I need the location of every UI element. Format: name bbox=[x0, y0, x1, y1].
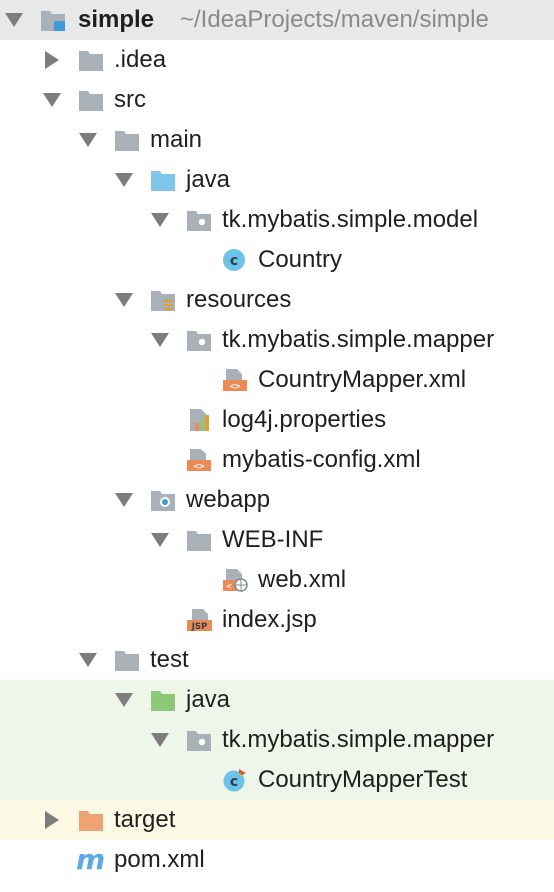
svg-text:<>: <> bbox=[194, 462, 205, 472]
tree-label: java bbox=[186, 686, 231, 713]
tree-row-log4j[interactable]: log4j.properties bbox=[0, 400, 554, 440]
tree-row-src[interactable]: src bbox=[0, 80, 554, 120]
expand-arrow-icon[interactable] bbox=[114, 480, 134, 520]
expand-arrow-icon[interactable] bbox=[114, 680, 134, 720]
folder-icon bbox=[115, 131, 139, 151]
svg-text:<: < bbox=[226, 582, 232, 592]
tree-label: tk.mybatis.simple.mapper bbox=[222, 726, 495, 753]
source-folder-icon bbox=[151, 171, 175, 191]
tree-label: java bbox=[186, 166, 231, 193]
tree-row-mybatis-config[interactable]: <> mybatis-config.xml bbox=[0, 440, 554, 480]
expand-arrow-icon[interactable] bbox=[78, 640, 98, 680]
folder-icon bbox=[79, 51, 103, 71]
collapsed-arrow-icon[interactable] bbox=[42, 40, 62, 80]
project-name: simple bbox=[78, 6, 155, 33]
expand-arrow-icon[interactable] bbox=[78, 120, 98, 160]
web-folder-icon bbox=[151, 491, 175, 511]
tree-row-pom[interactable]: m pom.xml bbox=[0, 840, 554, 880]
excluded-folder-icon bbox=[79, 811, 103, 831]
tree-label: CountryMapperTest bbox=[258, 766, 468, 793]
package-icon bbox=[187, 731, 211, 751]
tree-label: web.xml bbox=[258, 566, 347, 593]
tree-row-test-mapper-package[interactable]: tk.mybatis.simple.mapper bbox=[0, 720, 554, 760]
tree-label: log4j.properties bbox=[222, 406, 387, 433]
expand-arrow-icon[interactable] bbox=[150, 520, 170, 560]
test-source-folder-icon bbox=[151, 691, 175, 711]
package-icon bbox=[187, 211, 211, 231]
tree-row-project-root[interactable]: simple ~/IdeaProjects/maven/simple bbox=[0, 0, 554, 40]
tree-row-web-inf[interactable]: WEB-INF bbox=[0, 520, 554, 560]
tree-row-test[interactable]: test bbox=[0, 640, 554, 680]
tree-row-country-mapper-test[interactable]: c CountryMapperTest bbox=[0, 760, 554, 800]
expand-arrow-icon[interactable] bbox=[114, 160, 134, 200]
tree-label: target bbox=[114, 806, 176, 833]
tree-row-country-mapper-xml[interactable]: <> CountryMapper.xml bbox=[0, 360, 554, 400]
tree-label: pom.xml bbox=[114, 846, 205, 873]
tree-row-main-java[interactable]: java bbox=[0, 160, 554, 200]
tree-label: test bbox=[150, 646, 189, 673]
expand-arrow-icon[interactable] bbox=[150, 200, 170, 240]
tree-row-resources[interactable]: resources bbox=[0, 280, 554, 320]
tree-label: index.jsp bbox=[222, 606, 317, 633]
folder-icon bbox=[187, 531, 211, 551]
svg-text:JSP: JSP bbox=[191, 622, 208, 632]
tree-label: tk.mybatis.simple.mapper bbox=[222, 326, 495, 353]
tree-label: CountryMapper.xml bbox=[258, 366, 467, 393]
expand-arrow-icon[interactable] bbox=[150, 720, 170, 760]
tree-row-mapper-package[interactable]: tk.mybatis.simple.mapper bbox=[0, 320, 554, 360]
expand-arrow-icon[interactable] bbox=[150, 320, 170, 360]
tree-row-webapp[interactable]: webapp bbox=[0, 480, 554, 520]
package-icon bbox=[187, 331, 211, 351]
folder-icon bbox=[115, 651, 139, 671]
expand-arrow-icon[interactable] bbox=[42, 80, 62, 120]
jsp-file-icon: JSP bbox=[187, 609, 212, 632]
tree-row-web-xml[interactable]: < web.xml bbox=[0, 560, 554, 600]
tree-label: main bbox=[150, 126, 203, 153]
expand-arrow-icon[interactable] bbox=[4, 0, 24, 40]
maven-icon: m bbox=[76, 843, 106, 876]
xml-file-icon: <> bbox=[187, 449, 211, 472]
tree-row-test-java[interactable]: java bbox=[0, 680, 554, 720]
tree-row-index-jsp[interactable]: JSP index.jsp bbox=[0, 600, 554, 640]
tree-label: src bbox=[114, 86, 146, 113]
tree-label: tk.mybatis.simple.model bbox=[222, 206, 479, 233]
svg-text:c: c bbox=[230, 774, 238, 790]
class-icon: c bbox=[223, 249, 245, 271]
module-folder-icon bbox=[41, 11, 65, 31]
tree-row-country-class[interactable]: c Country bbox=[0, 240, 554, 280]
collapsed-arrow-icon[interactable] bbox=[42, 800, 62, 840]
resources-folder-icon bbox=[151, 291, 175, 311]
tree-row-idea[interactable]: .idea bbox=[0, 40, 554, 80]
tree-row-target[interactable]: target bbox=[0, 800, 554, 840]
expand-arrow-icon[interactable] bbox=[114, 280, 134, 320]
tree-label: mybatis-config.xml bbox=[222, 446, 421, 473]
tree-label: resources bbox=[186, 286, 292, 313]
tree-label: webapp bbox=[186, 486, 271, 513]
svg-text:c: c bbox=[230, 253, 238, 269]
xml-file-icon: <> bbox=[223, 369, 247, 392]
project-path: ~/IdeaProjects/maven/simple bbox=[180, 6, 489, 33]
test-class-icon: c bbox=[223, 769, 246, 792]
folder-icon bbox=[79, 91, 103, 111]
web-xml-file-icon: < bbox=[223, 569, 248, 592]
tree-row-main[interactable]: main bbox=[0, 120, 554, 160]
tree-label: .idea bbox=[114, 46, 167, 73]
properties-file-icon bbox=[190, 409, 209, 431]
tree-row-model-package[interactable]: tk.mybatis.simple.model bbox=[0, 200, 554, 240]
svg-text:<>: <> bbox=[230, 382, 241, 392]
tree-label: Country bbox=[258, 246, 343, 273]
tree-label: WEB-INF bbox=[222, 526, 324, 553]
